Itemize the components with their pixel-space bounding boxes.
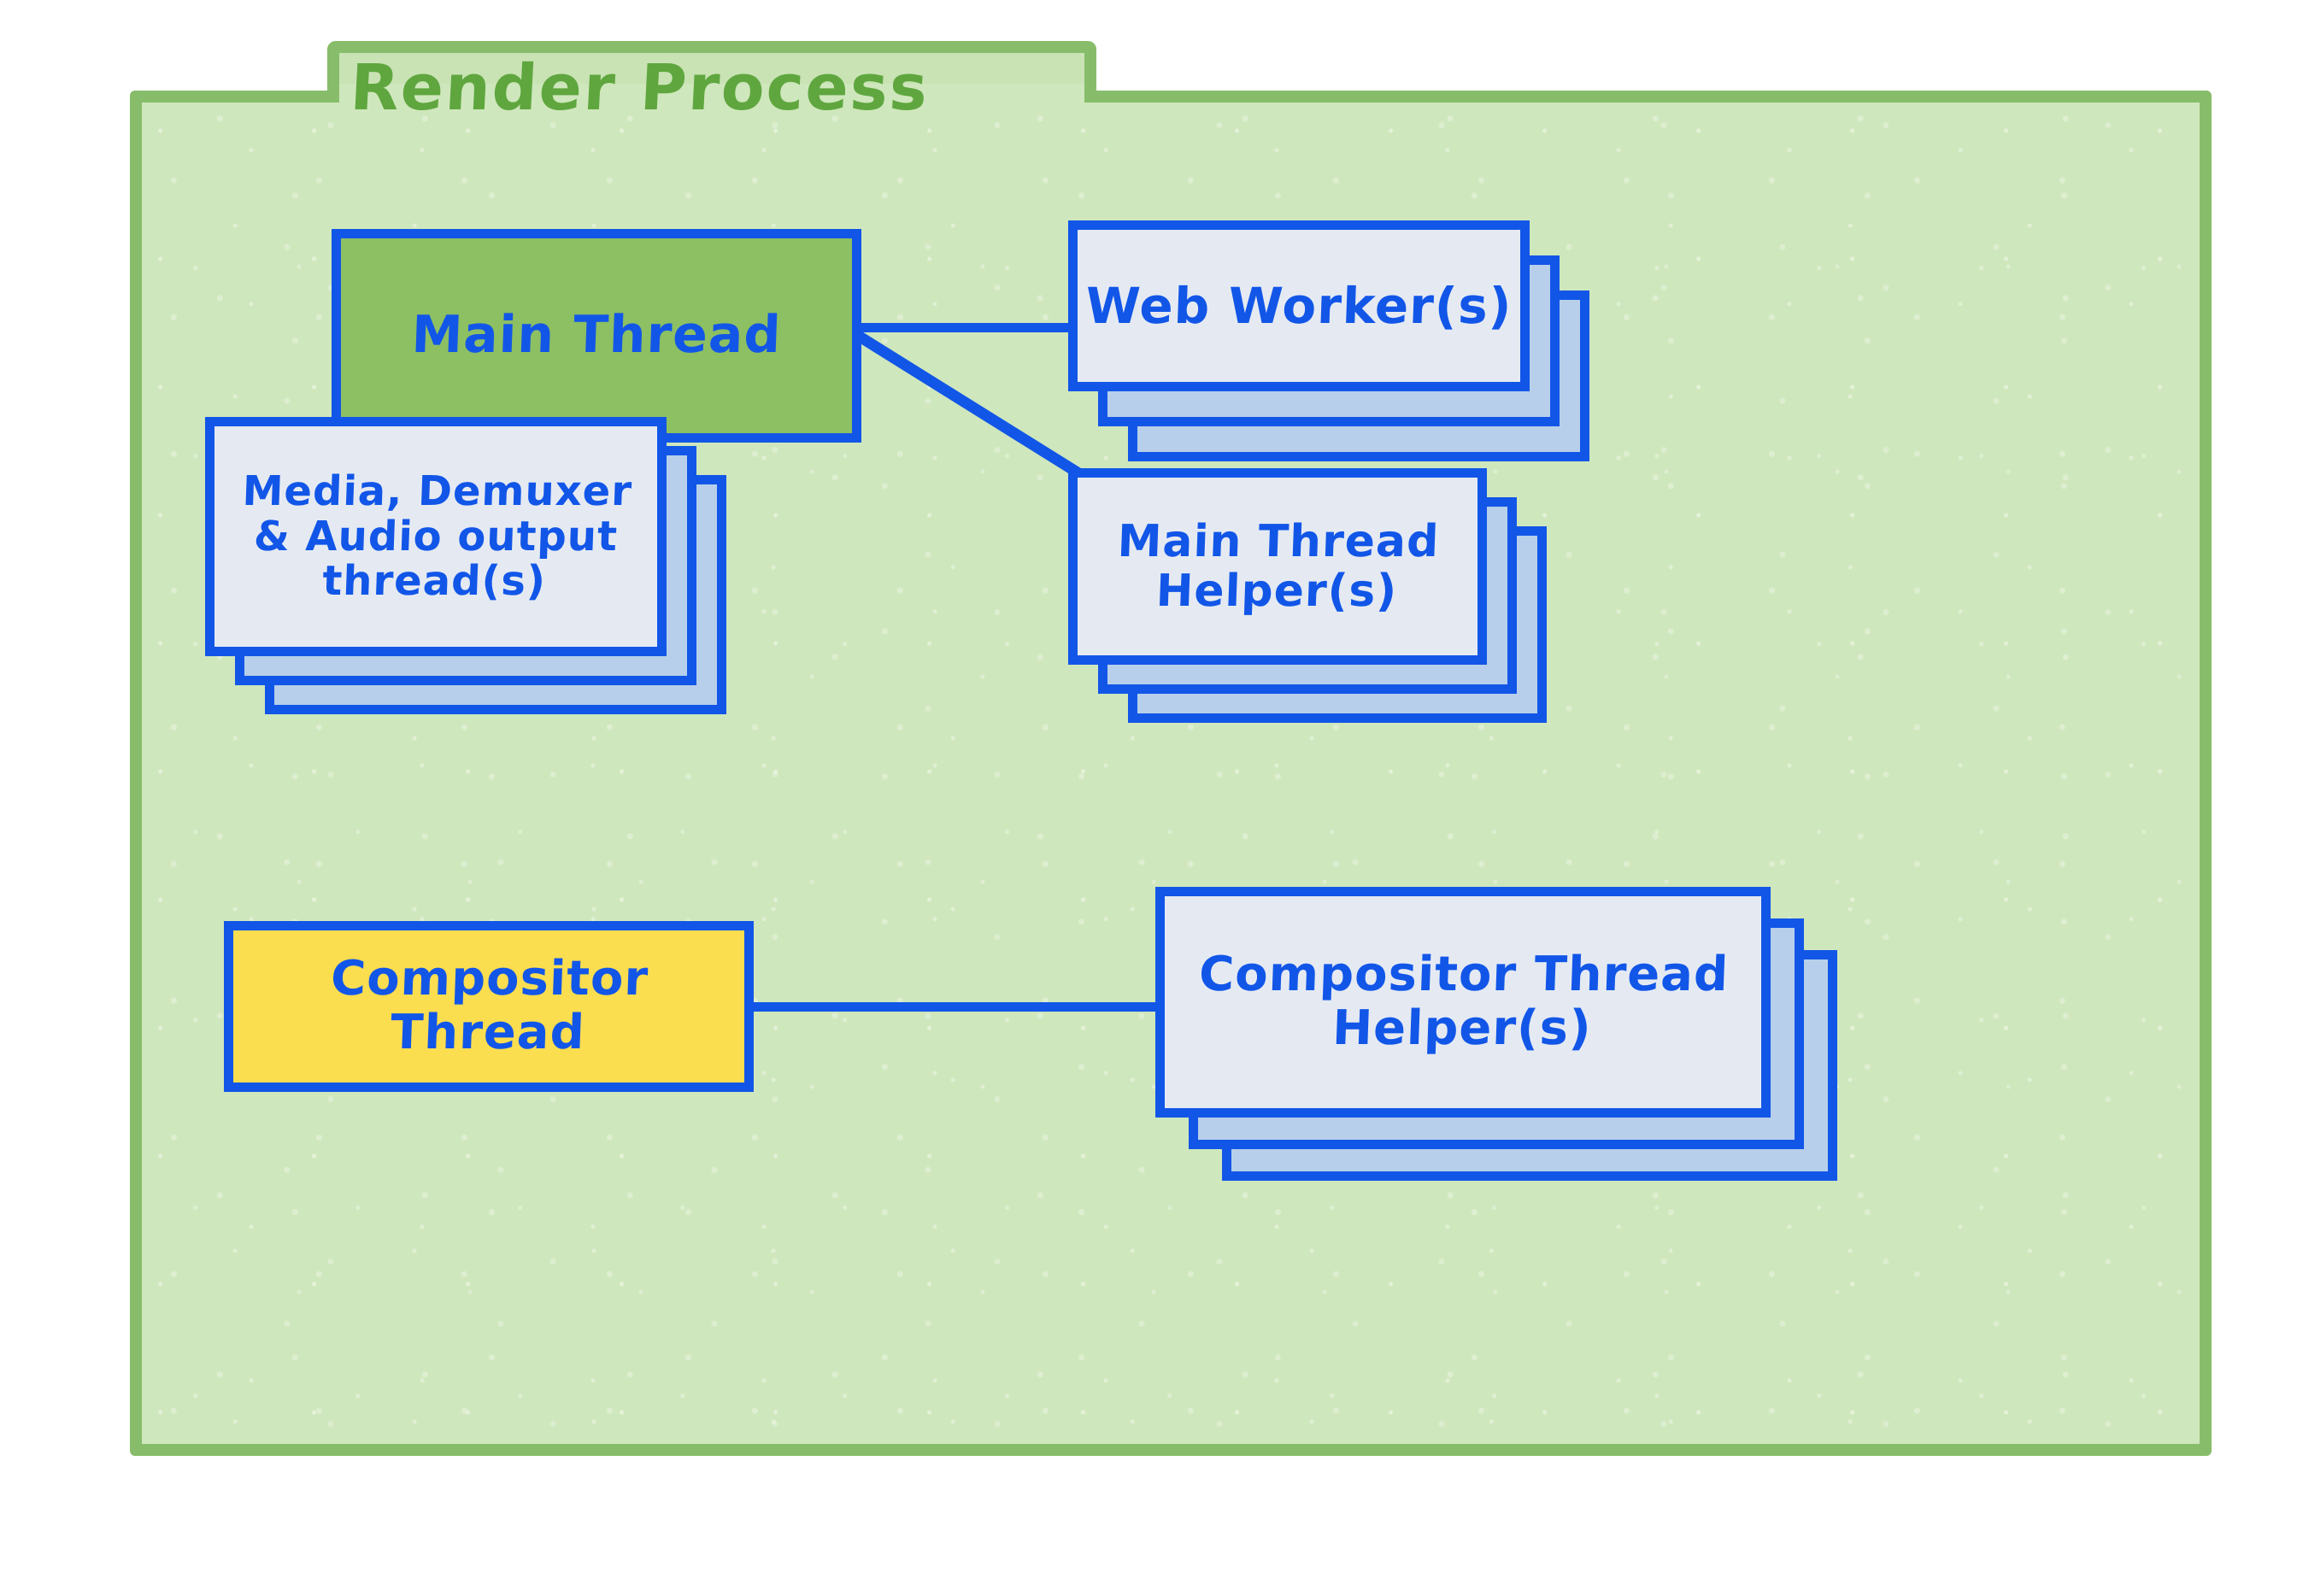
node-compositor-thread[interactable]: Compositor Thread: [224, 921, 754, 1092]
main-thread-helper-label: Main Thread Helper(s): [1116, 515, 1441, 617]
main-thread-label: Main Thread: [410, 305, 783, 366]
connector-main-thread-to-web-worker: [853, 323, 1077, 332]
render-process-container: Render Process Main Thread Web Worker(s)…: [130, 41, 2212, 1456]
node-main-thread[interactable]: Main Thread: [332, 229, 861, 443]
web-worker-label: Web Worker(s): [1084, 276, 1513, 335]
compositor-thread-helper-label: Compositor Thread Helper(s): [1198, 947, 1730, 1056]
web-worker-stack-card-1: [1068, 220, 1530, 391]
main-thread-card: [332, 229, 861, 443]
tab-seam: [339, 84, 1084, 103]
media-stack-card-1: [205, 417, 667, 656]
compositor-thread-label: Compositor Thread: [330, 951, 650, 1060]
node-media-demuxer-audio[interactable]: Media, Demuxer & Audio output thread(s): [205, 417, 726, 716]
media-demuxer-audio-label: Media, Demuxer & Audio output thread(s): [241, 466, 633, 606]
main-thread-helper-stack-card-1: [1068, 468, 1487, 665]
compositor-helper-stack-card-1: [1155, 887, 1771, 1118]
node-main-thread-helper[interactable]: Main Thread Helper(s): [1068, 468, 1547, 725]
connector-compositor-to-compositor-helper: [745, 1002, 1164, 1012]
compositor-thread-card: [224, 921, 754, 1092]
connector-main-thread-to-main-thread-helper: [839, 323, 1095, 485]
node-web-worker[interactable]: Web Worker(s): [1068, 220, 1589, 461]
render-process-title: Render Process: [348, 51, 931, 125]
diagonal-line: [839, 323, 1095, 485]
node-compositor-thread-helper[interactable]: Compositor Thread Helper(s): [1155, 887, 1839, 1181]
